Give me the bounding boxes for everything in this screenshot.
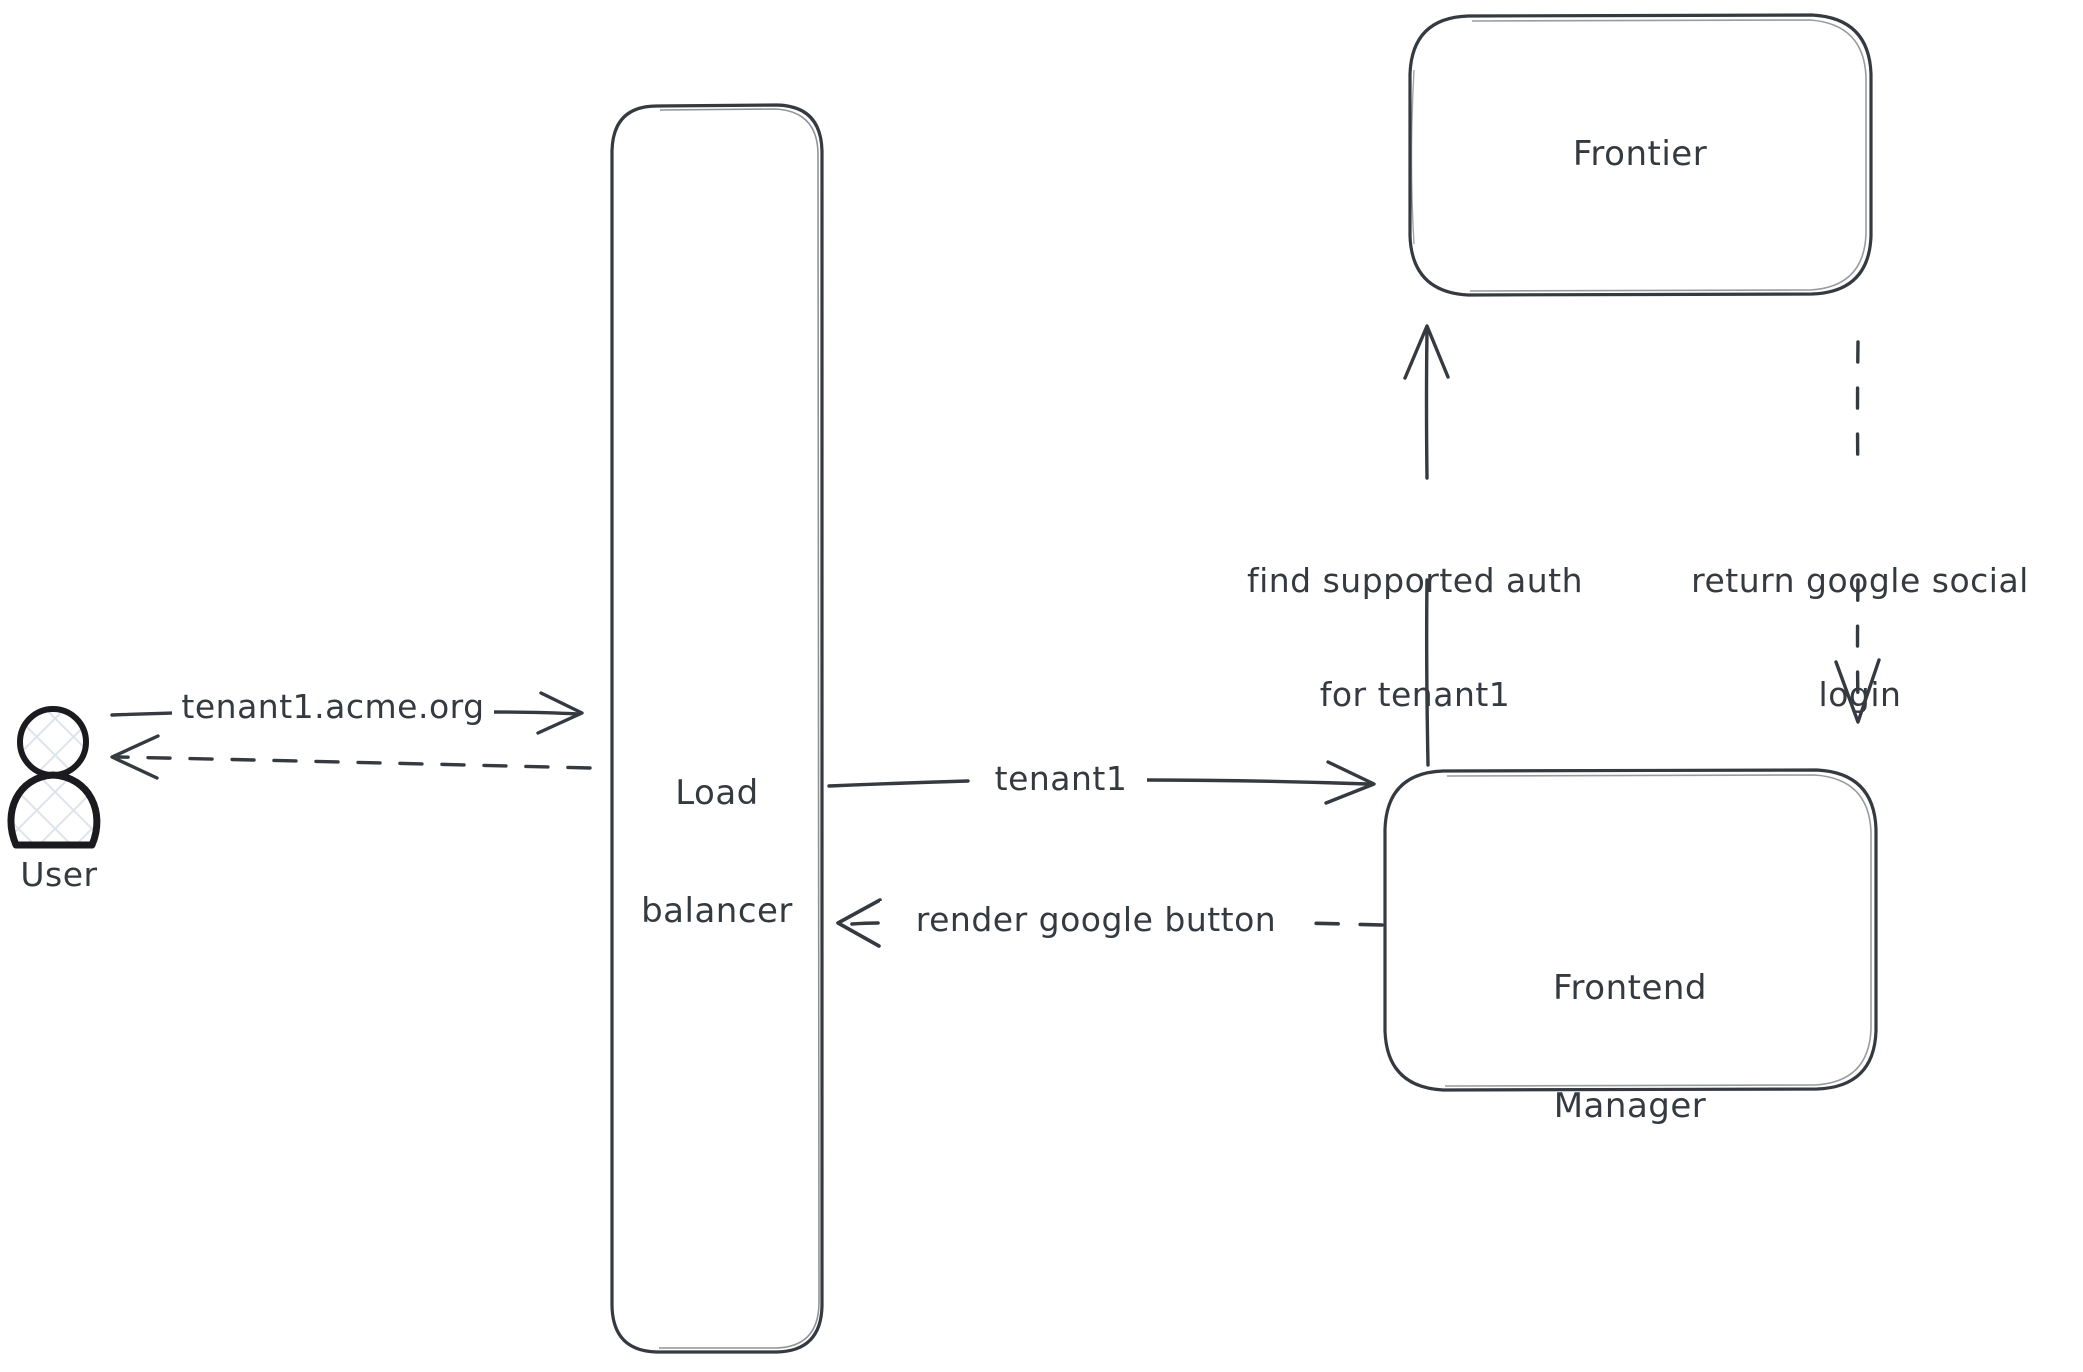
edge-fm-to-lb[interactable]	[836, 898, 1384, 948]
edge-user-to-lb[interactable]	[110, 691, 584, 735]
edge-lb-to-user[interactable]	[110, 734, 592, 780]
edge-frontier-to-fm[interactable]	[1834, 340, 1881, 724]
edge-lb-to-fm[interactable]	[827, 760, 1376, 805]
node-load-balancer[interactable]	[610, 103, 824, 1354]
edge-fm-to-frontier[interactable]	[1403, 324, 1450, 767]
node-frontier[interactable]	[1408, 13, 1873, 297]
node-user[interactable]	[7, 706, 101, 849]
node-frontend-manager[interactable]	[1383, 768, 1878, 1092]
